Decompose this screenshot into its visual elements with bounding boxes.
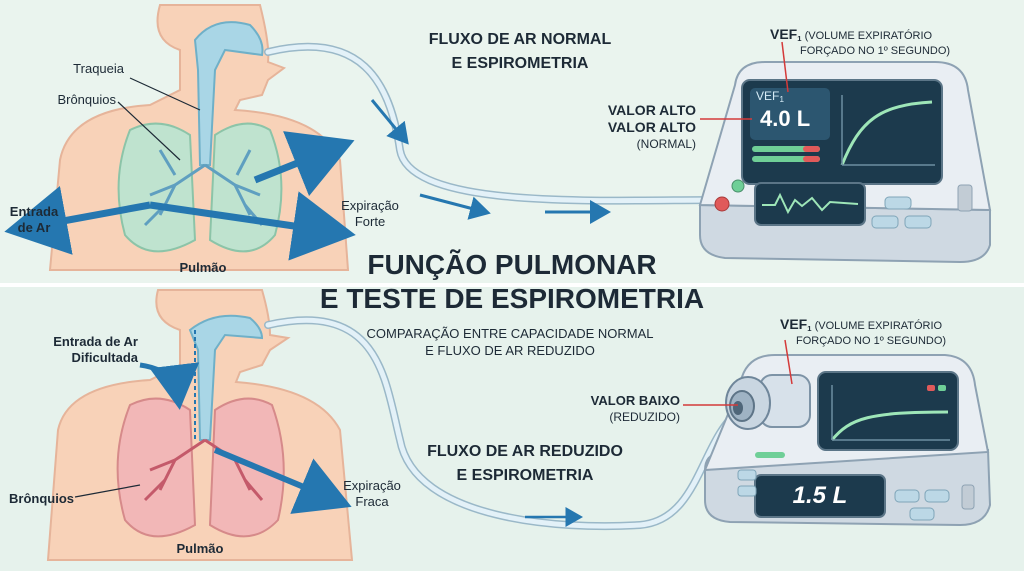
bottom-screen-value: 1.5 L (792, 482, 848, 509)
bottom-right-lung (208, 397, 285, 538)
top-exhale-arrow-high (253, 131, 355, 197)
top-left-lung (117, 122, 197, 253)
label-pulmao-top: Pulmão (179, 260, 227, 275)
label-entrada-top: Entrada de Ar (9, 204, 59, 235)
bottom-heading: FLUXO DE AR REDUZIDO E ESPIROMETRIA (427, 443, 623, 484)
top-flow-arrow-2 (419, 193, 491, 220)
label-expiracao-bottom: Expiração Fraca (343, 478, 401, 509)
bottom-screen (817, 371, 959, 451)
label-expiracao-top: Expiração Forte (341, 198, 399, 229)
top-value-box (750, 88, 830, 140)
top-screen-vef: VEF1 (756, 89, 785, 104)
top-body-figure (4, 4, 356, 271)
label-bronquios-top: Brônquios (57, 92, 116, 107)
top-airway (193, 21, 264, 166)
bottom-body-figure (46, 289, 354, 561)
top-right-lung (208, 122, 283, 253)
bottom-tube (265, 317, 743, 529)
top-bronchi (143, 149, 264, 227)
top-spirometer (698, 61, 992, 264)
page-subtitle: COMPARAÇÃO ENTRE CAPACIDADE NORMAL E FLU… (366, 326, 654, 358)
bottom-value-label: VALOR BAIXO (REDUZIDO) (590, 393, 680, 424)
top-mini-screen (754, 182, 866, 226)
top-inhale-arrow (4, 185, 151, 255)
label-traqueia: Traqueia (73, 61, 124, 76)
top-flow-arrow-1 (370, 99, 409, 145)
bottom-vef-callout-line (784, 339, 793, 385)
label-entrada-bottom: Entrada de Ar Dificultada (53, 334, 138, 365)
top-value-label: VALOR ALTO VALOR ALTO (NORMAL) (607, 102, 696, 151)
top-screen-value: 4.0 L (760, 106, 811, 131)
bronquios-leader (117, 101, 181, 161)
bottom-spirometer (703, 354, 992, 527)
top-vef-callout-line (781, 41, 789, 93)
label-bronquios-bottom: Brônquios (9, 491, 74, 506)
top-heading: FLUXO DE AR NORMAL E ESPIROMETRIA (428, 31, 612, 72)
bottom-vef-label: VEF1 (VOLUME EXPIRATÓRIO FORÇADO NO 1º S… (780, 316, 947, 348)
traqueia-leader (129, 77, 201, 111)
label-pulmao-bottom: Pulmão (176, 541, 224, 556)
page-title: FUNÇÃO PULMONAR E TESTE DE ESPIROMETRIA (319, 249, 705, 314)
top-exhale-arrow-low (149, 191, 356, 261)
top-vef-label: VEF1 (VOLUME EXPIRATÓRIO FORÇADO NO 1º S… (770, 26, 951, 58)
top-screen-curve (840, 100, 933, 166)
bottom-inhale-arrow (139, 362, 200, 410)
bottom-exhale-arrow (213, 447, 352, 514)
bottom-airway (188, 314, 264, 441)
